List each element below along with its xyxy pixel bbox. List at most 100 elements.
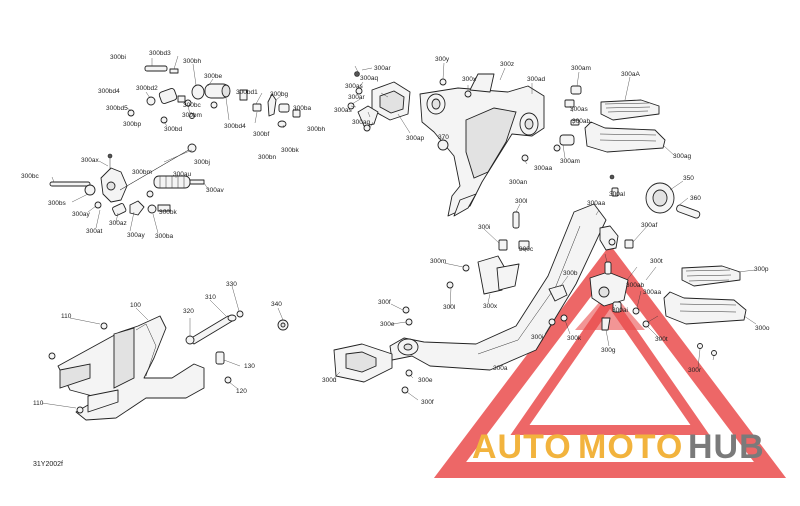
callout-300bh2: 300bh xyxy=(307,126,325,133)
frame-bracket xyxy=(41,307,205,421)
linkage-rod-assembly xyxy=(125,55,301,129)
callout-300as2: 300as xyxy=(334,107,352,114)
callout-300af: 300af xyxy=(641,222,657,229)
callout-300c: 300c xyxy=(519,246,534,253)
callout-300az: 300az xyxy=(109,220,127,227)
callout-300bs: 300bs xyxy=(48,200,66,207)
callout-300bd3: 300bd3 xyxy=(149,50,171,57)
callout-300bd4b: 300bd4 xyxy=(224,123,246,130)
callout-300bh: 300bh xyxy=(183,58,201,65)
pivot-bearing xyxy=(609,174,701,249)
callout-300j: 300j xyxy=(531,334,543,341)
callout-300at: 300at xyxy=(86,228,102,235)
callout-300ba: 300ba xyxy=(293,105,311,112)
callout-300e2: 300e xyxy=(418,377,433,384)
callout-300o: 300o xyxy=(755,325,770,332)
callout-300as3: 300as xyxy=(570,106,588,113)
callout-300bn: 300bn xyxy=(258,154,276,161)
callout-300bc-top: 300bc xyxy=(183,102,201,109)
callout-300bf: 300bf xyxy=(253,131,269,138)
callout-300bd1: 300bd1 xyxy=(236,89,258,96)
callout-300x2: 300x xyxy=(483,303,498,310)
upper-right-hardware xyxy=(553,71,582,159)
upper-right-footpeg xyxy=(584,76,676,157)
callout-300aA: 300aA xyxy=(621,71,640,78)
callout-300bi: 300bi xyxy=(110,54,126,61)
lower-right-footpeg xyxy=(544,253,757,369)
callout-300aa3: 300aa xyxy=(643,289,661,296)
callout-340: 340 xyxy=(271,301,282,308)
callout-300an: 300an xyxy=(509,179,527,186)
callout-130: 130 xyxy=(244,363,255,370)
callout-330: 330 xyxy=(226,281,237,288)
callout-300bd2: 300bd2 xyxy=(136,85,158,92)
callout-300l2: 300l xyxy=(443,304,456,311)
callout-300ay2: 300ay xyxy=(127,232,145,239)
callout-300ad: 300ad xyxy=(527,76,545,83)
callout-300l: 300l xyxy=(515,198,528,205)
center-small-brackets xyxy=(443,203,569,309)
callout-300bd5: 300bd5 xyxy=(106,105,128,112)
callout-300f: 300f xyxy=(378,299,391,306)
callout-300a: 300a xyxy=(493,365,508,372)
callout-300bg: 300bg xyxy=(270,91,288,98)
watermark-logo xyxy=(433,244,787,478)
callout-110b: 110 xyxy=(33,400,44,407)
watermark-auto: AUTO xyxy=(472,428,572,466)
callout-300as: 300as xyxy=(345,83,363,90)
callout-300g: 300g xyxy=(601,347,616,354)
callout-300i: 300i xyxy=(478,224,490,231)
callout-300am: 300am xyxy=(560,158,580,165)
callout-300aq2: 300aq xyxy=(352,119,370,126)
callout-350: 350 xyxy=(683,175,694,182)
watermark-triangle-icon xyxy=(433,244,787,478)
callout-300x: 300x xyxy=(462,76,477,83)
callout-300f2: 300f xyxy=(421,399,434,406)
callout-300bc: 300bc xyxy=(21,173,39,180)
callout-360: 360 xyxy=(690,195,701,202)
callout-300p: 300p xyxy=(754,266,769,273)
callout-370: 370 xyxy=(438,134,449,141)
diagram-code: 31Y2002f xyxy=(33,461,63,468)
callout-300bp: 300bp xyxy=(123,121,141,128)
main-footpeg-bracket xyxy=(419,62,545,217)
callout-300be: 300be xyxy=(204,73,222,80)
callout-110a: 110 xyxy=(61,313,72,320)
pin-washer xyxy=(185,285,289,390)
callout-300aa: 300aa xyxy=(534,165,552,172)
callout-100: 100 xyxy=(130,302,141,309)
callout-300bj: 300bj xyxy=(194,159,210,166)
callout-300bd: 300bd xyxy=(164,126,182,133)
callout-300al: 300al xyxy=(609,191,625,198)
callout-300k: 300k xyxy=(567,335,582,342)
callout-300aa2: 300aa xyxy=(587,200,605,207)
callout-300bk2: 300bk xyxy=(159,209,177,216)
callout-300z: 300z xyxy=(500,61,514,68)
callout-300ab: 300ab xyxy=(572,118,590,125)
mount-plate xyxy=(332,303,419,401)
callout-300d: 300d xyxy=(322,377,337,384)
callout-300t: 300t xyxy=(650,258,663,265)
callout-300ag: 300ag xyxy=(673,153,691,160)
watermark-moto: MOTO xyxy=(578,428,683,466)
callout-300bm: 300bm xyxy=(182,112,202,119)
callout-120: 120 xyxy=(236,388,247,395)
callout-300ap: 300ap xyxy=(406,135,424,142)
callout-300ar: 300ar xyxy=(374,65,391,72)
brake-rod-assembly xyxy=(49,143,209,234)
callout-310: 310 xyxy=(205,294,216,301)
callout-labels: 300bi 300bd3 300bh 300bd2 300bd4 300be 3… xyxy=(21,50,770,407)
callout-300ab2: 300ab xyxy=(626,282,644,289)
callout-300bk: 300bk xyxy=(281,147,299,154)
callout-300bd4: 300bd4 xyxy=(98,88,120,95)
master-cylinder-bracket xyxy=(347,65,411,134)
callout-300y: 300y xyxy=(435,56,450,63)
callout-300aq: 300aq xyxy=(360,75,378,82)
callout-300e: 300e xyxy=(380,321,395,328)
callout-300ba2: 300ba xyxy=(155,233,173,240)
callout-300m: 300m xyxy=(430,258,446,265)
callout-300ay: 300ay xyxy=(72,211,90,218)
callout-300r: 300r xyxy=(688,367,702,374)
watermark-text: AUTO MOTO HUB xyxy=(472,428,764,466)
